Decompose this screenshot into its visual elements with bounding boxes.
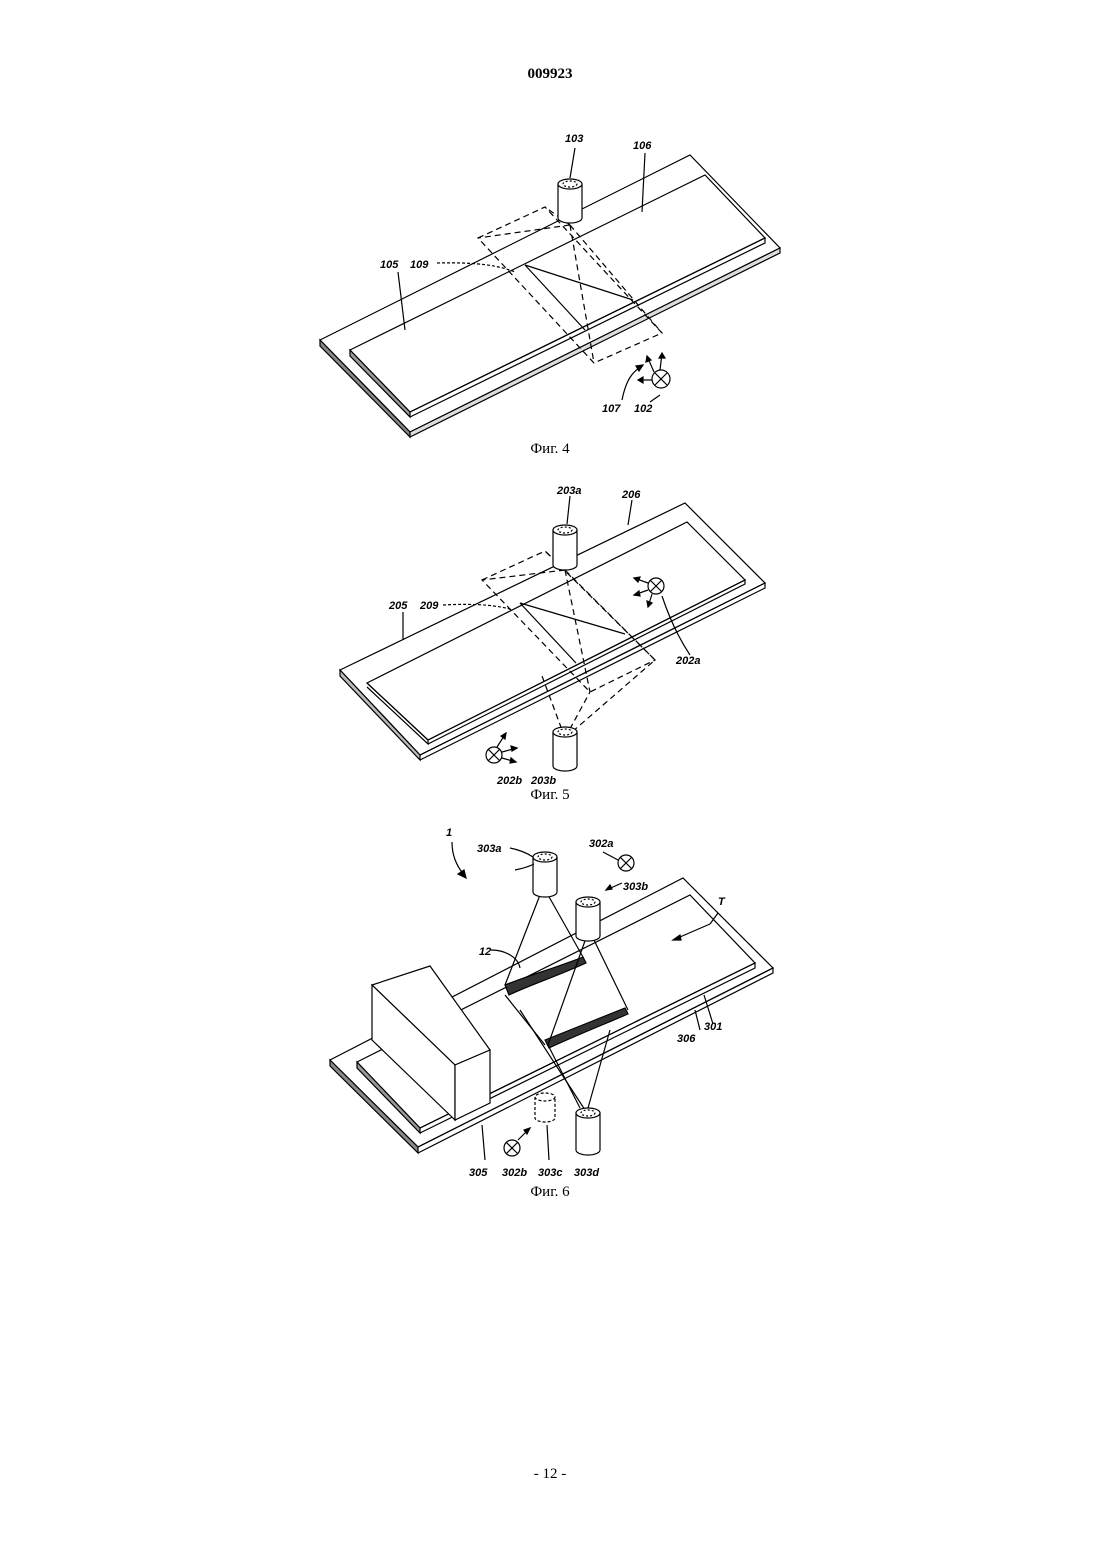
- label-103: 103: [565, 133, 583, 145]
- figure-6-drawing: 1 303a 302a 303b T 12 301 306 305 302b 3…: [0, 820, 1100, 1200]
- label-303b: 303b: [623, 881, 648, 893]
- label-203a: 203a: [556, 485, 581, 497]
- label-303c: 303c: [538, 1167, 562, 1179]
- camera-203b: [553, 727, 577, 771]
- label-T: T: [718, 896, 726, 908]
- light-source-202b: [486, 733, 517, 763]
- camera-103: [558, 179, 582, 223]
- label-301: 301: [704, 1021, 722, 1033]
- figure-4-caption: Фиг. 4: [490, 441, 610, 458]
- figure-6-caption: Фиг. 6: [490, 1184, 610, 1201]
- label-305: 305: [469, 1167, 488, 1179]
- label-302b: 302b: [502, 1167, 527, 1179]
- label-209: 209: [419, 600, 439, 612]
- camera-303b: [576, 897, 600, 941]
- label-106: 106: [633, 140, 652, 152]
- label-203b: 203b: [530, 775, 556, 787]
- label-102: 102: [634, 403, 652, 415]
- label-202b: 202b: [496, 775, 522, 787]
- label-205: 205: [388, 600, 408, 612]
- label-107: 107: [602, 403, 621, 415]
- label-206: 206: [621, 489, 641, 501]
- light-source-302b: [504, 1128, 530, 1156]
- label-1: 1: [446, 827, 452, 839]
- camera-203a: [553, 525, 577, 570]
- camera-303c: [535, 1093, 555, 1122]
- figure-5-drawing: 203a 206 205 209 202a 202b 203b: [0, 470, 1100, 810]
- light-source-302a: [618, 855, 634, 871]
- figure-5-caption: Фиг. 5: [490, 787, 610, 804]
- camera-303a: [533, 852, 557, 897]
- label-105: 105: [380, 259, 399, 271]
- label-109: 109: [410, 259, 429, 271]
- label-303a: 303a: [477, 843, 501, 855]
- light-source-102: [638, 353, 670, 388]
- label-202a: 202a: [675, 655, 700, 667]
- label-12: 12: [479, 946, 491, 958]
- label-306: 306: [677, 1033, 696, 1045]
- page-number: - 12 -: [0, 1466, 1100, 1483]
- camera-303d: [576, 1108, 600, 1155]
- figure-4-drawing: 103 106 105 109 107 102: [0, 0, 1100, 460]
- label-303d: 303d: [574, 1167, 599, 1179]
- label-302a: 302a: [589, 838, 613, 850]
